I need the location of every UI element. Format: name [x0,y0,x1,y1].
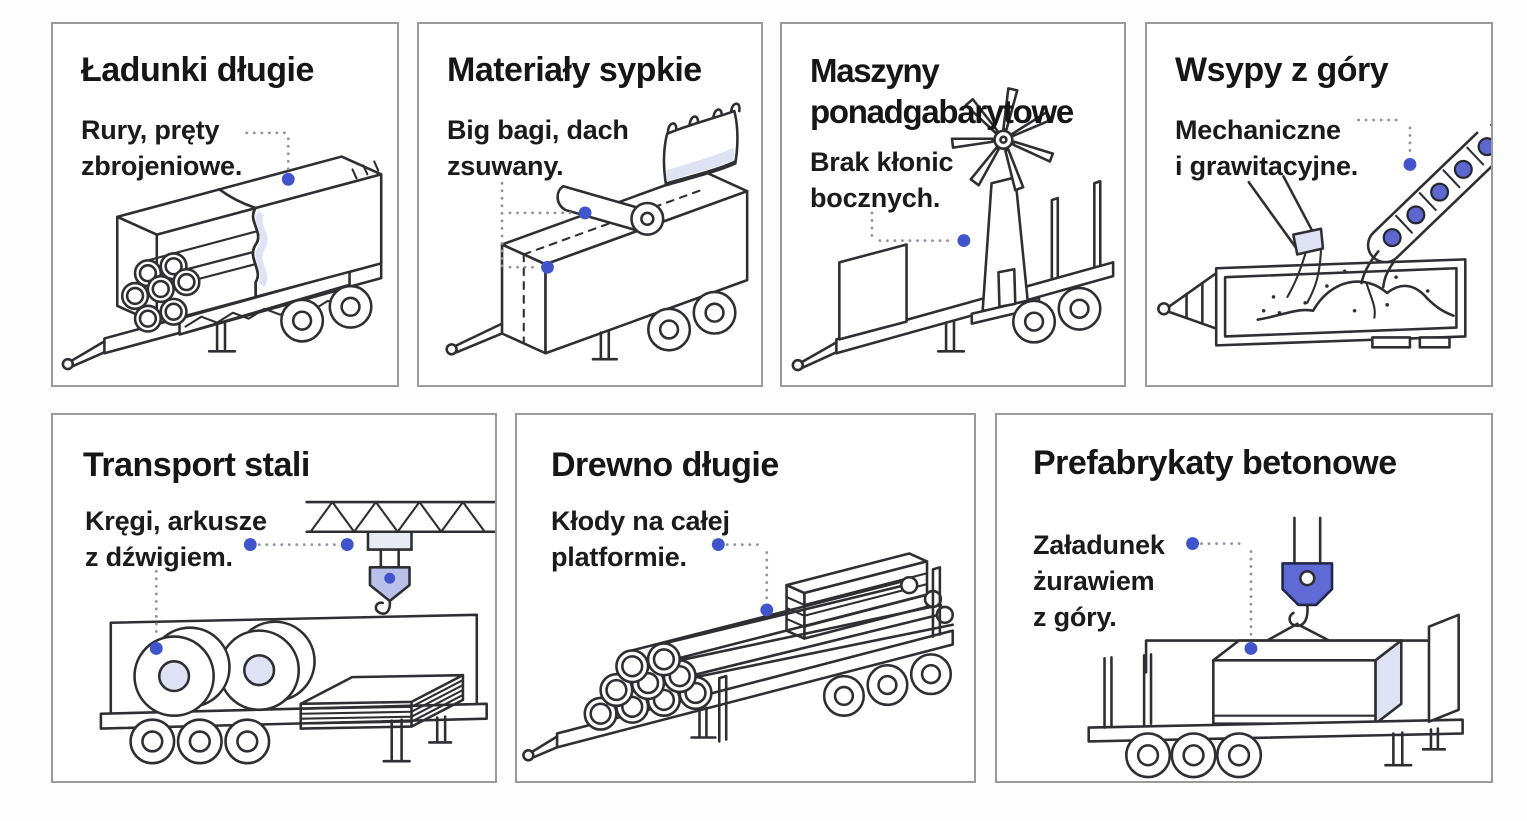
callout-dot [243,538,257,552]
callout [1357,118,1417,171]
bulk-materials-trailer-illustration [445,102,749,361]
callout [870,211,971,248]
callout-dot [760,603,774,617]
card-subtitle: Brak kłonic bocznych. [810,147,954,213]
tarp-cover [217,160,383,299]
log-trailer-illustration [522,538,955,762]
leader-line [500,181,577,269]
card-title: Prefabrykaty betonowe [1033,444,1397,482]
steel-coils [133,620,316,717]
callout [500,181,592,274]
callout-dot [711,538,725,552]
steel-transport-illustration [99,500,495,765]
callout-dot [281,172,295,186]
card-precast-concrete: Prefabrykaty betonowe Załadunek żurawiem… [995,413,1493,783]
concrete-block [1212,639,1403,725]
big-bag [662,102,741,187]
callout-dot [149,642,163,655]
steel-sheets [299,673,465,730]
wheels [1012,286,1102,344]
card-subtitle: Kłody na całej platformie. [551,506,730,572]
card-title: Ładunki długie [81,51,314,89]
card-subtitle: Big bagi, dach zsuwany. [447,115,629,181]
open-container [1157,258,1467,349]
leader-line [1357,118,1412,157]
flatbed-trailer [791,179,1115,372]
card-title: Materiały sypkie [447,51,702,89]
callout-dot [1403,158,1417,171]
rolled-tarp [556,184,665,236]
logs [583,566,955,743]
top-loading-trailer-illustration [1157,118,1491,349]
card-title: Transport stali [83,446,310,484]
callout-dot [1244,642,1258,655]
wheels [129,718,271,765]
callout-dot [957,234,971,248]
oversized-machine-trailer-illustration [791,87,1115,372]
wheels [1125,732,1263,779]
callout-dot [340,538,354,552]
card-title: Wsypy z góry [1175,51,1389,89]
card-subtitle: Mechaniczne i grawitacyjne. [1175,115,1359,181]
card-title: Maszyny ponadgabarytowe [810,52,1074,130]
callout-dot [578,206,592,220]
wheels [647,290,737,352]
leader-line [245,131,290,172]
callout [245,131,295,186]
trailer-chassis [522,629,955,762]
callout [711,538,774,617]
crane-hook-block [368,566,411,603]
crane-hook [374,599,392,615]
wheels [822,653,953,717]
leader-line [870,211,956,242]
long-loads-trailer-illustration [61,131,383,371]
windmill-machine [950,87,1055,325]
card-steel-transport: Transport stali Kręgi, arkusze z dźwigie… [51,413,497,783]
material-pile [1256,269,1455,321]
card-top-loading: Wsypy z góry Mechaniczne i grawitacyjne. [1145,22,1493,387]
card-subtitle: Rury, pręty zbrojeniowe. [81,115,243,181]
card-long-timber: Drewno długie Kłody na całej platformie. [515,413,976,783]
wheels [280,284,373,343]
leader-line [725,543,769,601]
callout-dot [1186,537,1199,551]
card-subtitle: Załadunek żurawiem z góry. [1033,530,1165,632]
card-subtitle: Kręgi, arkusze z dźwigiem. [85,506,267,572]
card-long-loads: Ładunki długie Rury, pręty zbrojeniowe. [51,22,399,387]
overhead-crane [305,500,495,615]
callout [149,538,354,655]
callout [1186,537,1258,655]
precast-concrete-illustration [1087,516,1464,779]
card-title: Drewno długie [551,446,779,484]
pipe-ends [120,252,201,333]
leader-line [1200,542,1253,640]
card-oversized-machines: Maszyny ponadgabarytowe Brak kłonic bocz… [780,22,1126,387]
card-bulk-materials: Materiały sypkie Big bagi, dach zsuwany. [417,22,763,387]
conveyor-belt [1352,123,1491,319]
callout-dot [541,260,554,274]
gravity-chute [1247,175,1329,313]
crane-hook [1233,516,1358,660]
